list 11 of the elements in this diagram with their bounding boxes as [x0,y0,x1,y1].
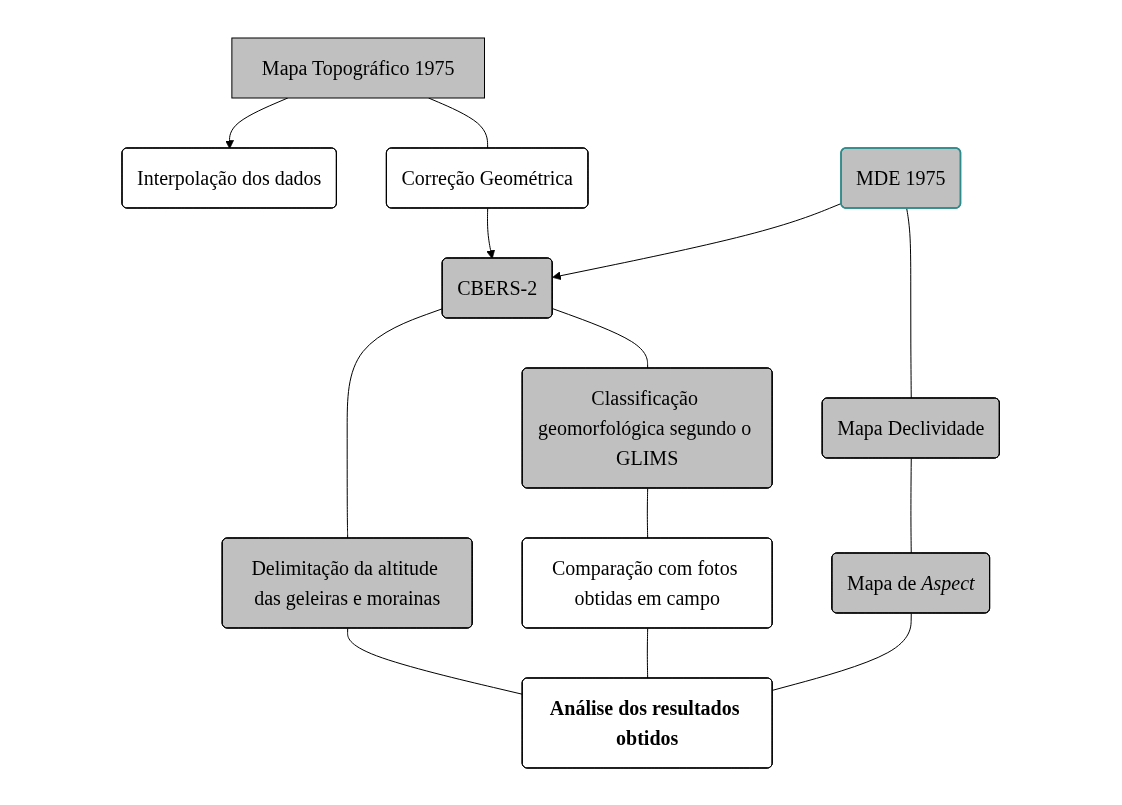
arrow [486,207,496,259]
connector [552,307,649,369]
connector [347,627,524,695]
node-box: Mapa Topográfico 1975 [231,37,486,98]
connector [647,627,649,679]
connector [428,97,489,149]
connector [906,207,913,399]
connector [772,612,913,691]
connector [910,457,913,554]
connector [647,487,649,539]
connector [347,307,444,539]
